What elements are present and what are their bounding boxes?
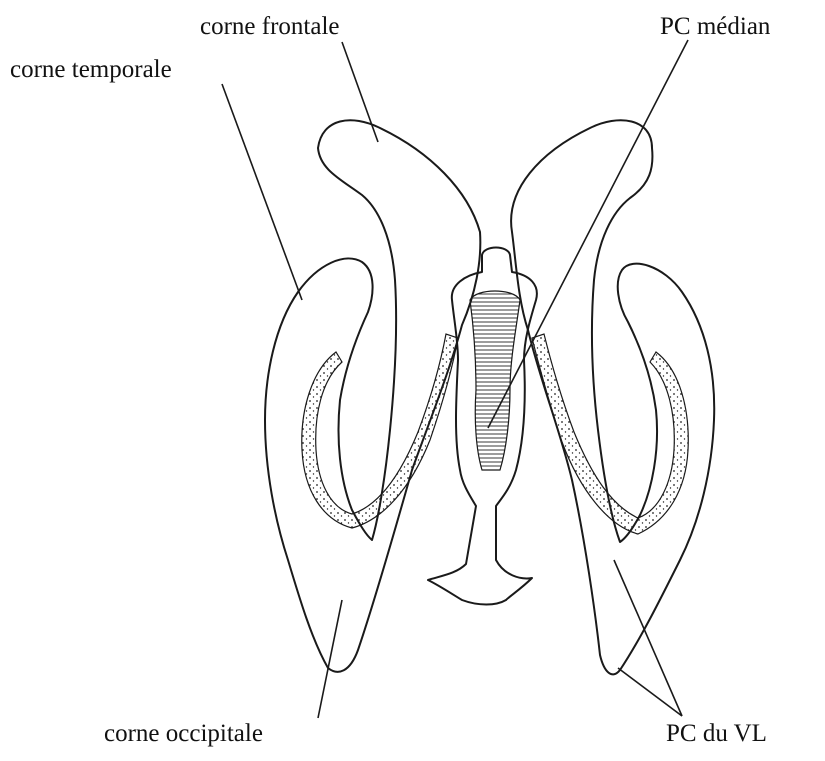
leader-temporal — [222, 84, 302, 300]
right-choroid-plexus — [532, 334, 688, 534]
label-frontal-horn: corne frontale — [200, 14, 340, 39]
right-lateral-ventricle-outline — [511, 120, 714, 674]
label-occipital-horn: corne occipitale — [104, 721, 263, 746]
label-temporal-horn: corne temporale — [10, 57, 172, 82]
leader-frontal — [342, 42, 378, 142]
leader-occip — [318, 600, 342, 718]
leader-pcvl-a — [614, 560, 682, 716]
label-median-choroid-plexus: PC médian — [660, 14, 770, 39]
left-lateral-ventricle-outline — [265, 120, 480, 672]
left-choroid-plexus — [302, 334, 458, 528]
label-lateral-ventricle-choroid-plexus: PC du VL — [666, 721, 767, 746]
